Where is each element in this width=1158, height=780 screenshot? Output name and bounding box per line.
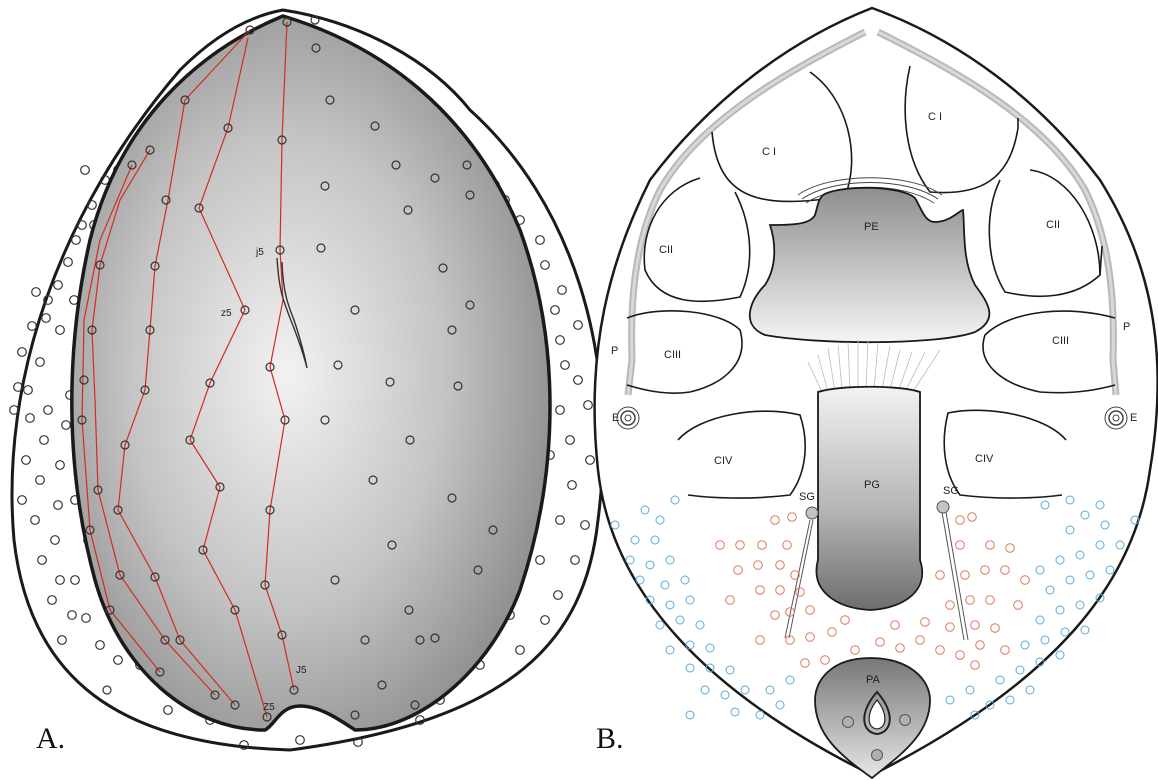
ventral-pore-blue — [1026, 686, 1034, 694]
label-E-left: E — [612, 412, 619, 424]
label-E-right: E — [1130, 412, 1137, 424]
ventral-pore-blue — [756, 711, 764, 719]
ventral-pore-blue — [666, 646, 674, 654]
label-j5: j5 — [255, 247, 264, 258]
label-PE: PE — [864, 221, 879, 233]
marginal-pore — [32, 288, 41, 297]
genital-shield-PG — [817, 387, 923, 610]
label-SG-right: SG — [943, 485, 959, 497]
panel-letter-b: B. — [596, 722, 624, 756]
ventral-pore-blue — [721, 691, 729, 699]
label-P-right: P — [1123, 321, 1130, 333]
ventral-pore-blue — [1056, 651, 1064, 659]
ventral-pore-blue — [686, 664, 694, 672]
label-coxa-IV-left: CIV — [714, 455, 733, 467]
label-coxa-III-right: CIII — [1052, 335, 1069, 347]
label-z5: z5 — [221, 308, 232, 319]
marginal-pore — [81, 166, 90, 175]
label-coxa-III-left: CIII — [664, 349, 681, 361]
label-P-left: P — [611, 345, 618, 357]
marginal-pore — [28, 322, 37, 331]
label-J5: J5 — [296, 665, 307, 676]
ventral-pore-blue — [656, 621, 664, 629]
label-coxa-I-left: C I — [762, 146, 776, 158]
ventral-pore-blue — [731, 708, 739, 716]
panel-a-dorsal-view: j5 z5 J5 Z5 — [10, 10, 603, 750]
label-SG-left: SG — [799, 491, 815, 503]
label-coxa-I-right: C I — [928, 111, 942, 123]
label-coxa-IV-right: CIV — [975, 453, 994, 465]
ventral-pore-blue — [701, 686, 709, 694]
label-Z5: Z5 — [263, 702, 275, 713]
ventral-pore-blue — [686, 711, 694, 719]
marginal-pore — [18, 348, 27, 357]
label-coxa-II-left: CII — [659, 244, 673, 256]
label-PG: PG — [864, 479, 880, 491]
label-coxa-II-right: CII — [1046, 219, 1060, 231]
panel-letter-a: A. — [36, 722, 65, 756]
ventral-pore-blue — [1006, 696, 1014, 704]
label-PA: PA — [866, 674, 881, 686]
panel-b-ventral-view: C I C I CII CII CIII CIII CIV CIV PE PG … — [595, 8, 1158, 778]
ventral-pore-blue — [1081, 626, 1089, 634]
